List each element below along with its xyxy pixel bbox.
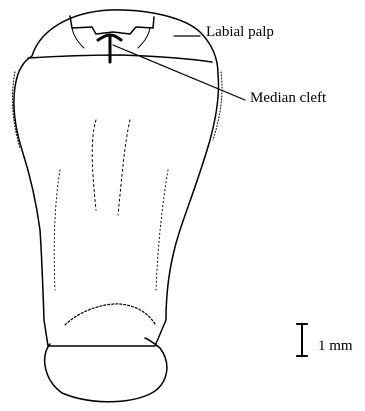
labium-outline	[14, 10, 219, 346]
inner-line-left-1	[92, 120, 96, 210]
inner-line-right-1	[118, 120, 130, 215]
basal-arc	[65, 304, 155, 325]
labial-palp-label: Labial palp	[206, 25, 274, 40]
transverse-suture	[28, 55, 212, 62]
median-cleft-label: Median cleft	[250, 91, 326, 106]
inner-line-left-2	[54, 170, 60, 290]
labial-palp-inner	[72, 28, 84, 48]
scale-bar-label: 1 mm	[318, 339, 353, 354]
labial-palp-plate	[70, 16, 154, 34]
basal-bulb	[45, 338, 167, 402]
leader-median-cleft	[113, 45, 245, 100]
inner-line-right-2	[156, 170, 168, 290]
labial-palp-inner-right	[138, 28, 150, 48]
